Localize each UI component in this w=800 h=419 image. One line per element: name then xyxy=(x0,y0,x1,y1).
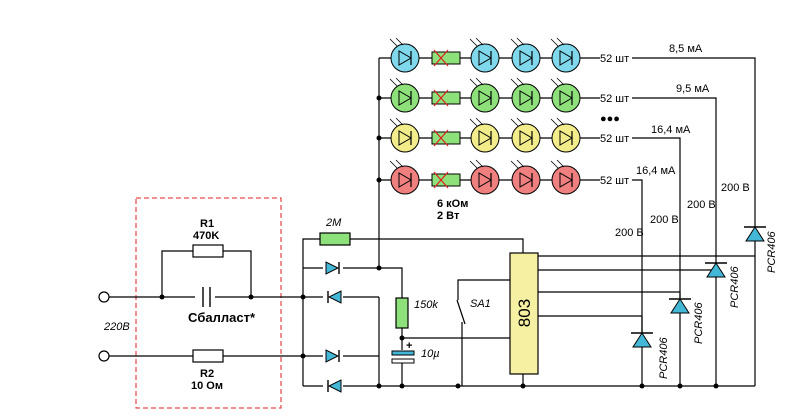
c-10u-value: 10µ xyxy=(421,348,440,360)
led-resistor xyxy=(431,129,461,147)
t4-voltage: 200 В xyxy=(615,227,644,239)
row3-current: 16,4 мА xyxy=(651,124,691,136)
t3-voltage: 200 В xyxy=(650,214,679,226)
r2-name: R2 xyxy=(200,368,214,380)
ballast-wires xyxy=(109,250,303,357)
thyristor-1 xyxy=(744,226,766,245)
node-ground-left xyxy=(376,383,382,389)
wire-2m xyxy=(302,238,524,268)
led-resistor xyxy=(431,49,461,67)
row4-count: 52 шт xyxy=(600,175,629,187)
node-bridge-b xyxy=(300,353,306,359)
thyristor-cathodes xyxy=(641,256,756,386)
led xyxy=(550,117,581,153)
thyristor-3 xyxy=(669,298,691,314)
led-row-2 xyxy=(389,77,581,113)
resistor-150k xyxy=(395,297,409,329)
node-r1-left xyxy=(159,294,165,300)
r1-value: 470K xyxy=(193,230,219,242)
led xyxy=(510,117,541,153)
thyristor-4 xyxy=(631,332,653,348)
node-r1-right xyxy=(248,294,254,300)
switch-wires xyxy=(457,279,510,386)
led xyxy=(469,77,500,113)
resistor-r2 xyxy=(192,349,224,363)
resistor-r1 xyxy=(192,244,224,258)
led-resistor-value: 6 кОм xyxy=(437,198,468,210)
node-t2-ground xyxy=(713,383,719,389)
led-row-3 xyxy=(389,117,581,153)
led-row-1 xyxy=(389,37,581,73)
led-resistor xyxy=(431,89,461,107)
t4-name: PCR406 xyxy=(658,337,670,379)
capacitor-10u xyxy=(391,350,415,356)
led xyxy=(510,159,541,195)
row2-current: 9,5 мА xyxy=(676,83,710,95)
led xyxy=(510,77,541,113)
row3-count: 52 шт xyxy=(600,133,629,145)
row1-count: 52 шт xyxy=(600,53,629,65)
led xyxy=(389,117,420,153)
led xyxy=(550,159,581,195)
node-t4-ground xyxy=(639,383,645,389)
led xyxy=(469,37,500,73)
led xyxy=(469,117,500,153)
r1-name: R1 xyxy=(200,218,214,230)
led xyxy=(550,37,581,73)
node-t3-ground xyxy=(677,383,683,389)
led-row-4 xyxy=(389,159,581,195)
row1-current: 8,5 мА xyxy=(669,43,703,55)
t3-name: PCR406 xyxy=(693,302,705,344)
led xyxy=(469,159,500,195)
row-out-wires xyxy=(632,57,756,333)
led xyxy=(389,77,420,113)
r-2m-value: 2M xyxy=(325,217,342,229)
t2-name: PCR406 xyxy=(729,266,741,308)
switch-sa1 xyxy=(456,299,466,325)
t1-name: PCR406 xyxy=(766,231,778,273)
node-ic-ground xyxy=(520,383,526,389)
led xyxy=(550,77,581,113)
ic-label: 803 xyxy=(515,299,534,327)
c-10u-plus: + xyxy=(406,340,412,352)
t1-voltage: 200 В xyxy=(721,182,750,194)
led xyxy=(389,37,420,73)
led-ellipsis: ●●● xyxy=(600,113,620,125)
ic-803 xyxy=(509,252,539,375)
led-matrix xyxy=(376,57,600,183)
led-resistor xyxy=(431,171,461,189)
led xyxy=(389,159,420,195)
node-sw-ground xyxy=(455,383,461,389)
row2-count: 52 шт xyxy=(600,93,629,105)
c-ballast-label: Cбалласт* xyxy=(188,310,256,325)
mains-label: 220В xyxy=(103,321,130,333)
resistor-2m xyxy=(319,232,351,246)
mains-terminal-bottom xyxy=(98,350,110,362)
capacitor-ballast xyxy=(202,287,211,307)
ballast-block-border xyxy=(135,197,282,409)
ic-out-wires xyxy=(538,255,755,317)
t2-voltage: 200 В xyxy=(687,199,716,211)
sa1-label: SA1 xyxy=(470,298,491,310)
mains-terminal-top xyxy=(98,291,110,303)
led-rows xyxy=(389,37,581,195)
led-resistor-power: 2 Вт xyxy=(437,210,460,222)
led xyxy=(510,37,541,73)
r2-value: 10 Ом xyxy=(191,380,223,392)
row4-current: 16,4 мА xyxy=(636,165,676,177)
r-150k-value: 150k xyxy=(414,299,438,311)
node-c-ground xyxy=(399,383,405,389)
bridge-rectifier xyxy=(302,261,379,393)
node-bridge-a xyxy=(300,294,306,300)
capacitor-10u-minus xyxy=(391,358,415,364)
